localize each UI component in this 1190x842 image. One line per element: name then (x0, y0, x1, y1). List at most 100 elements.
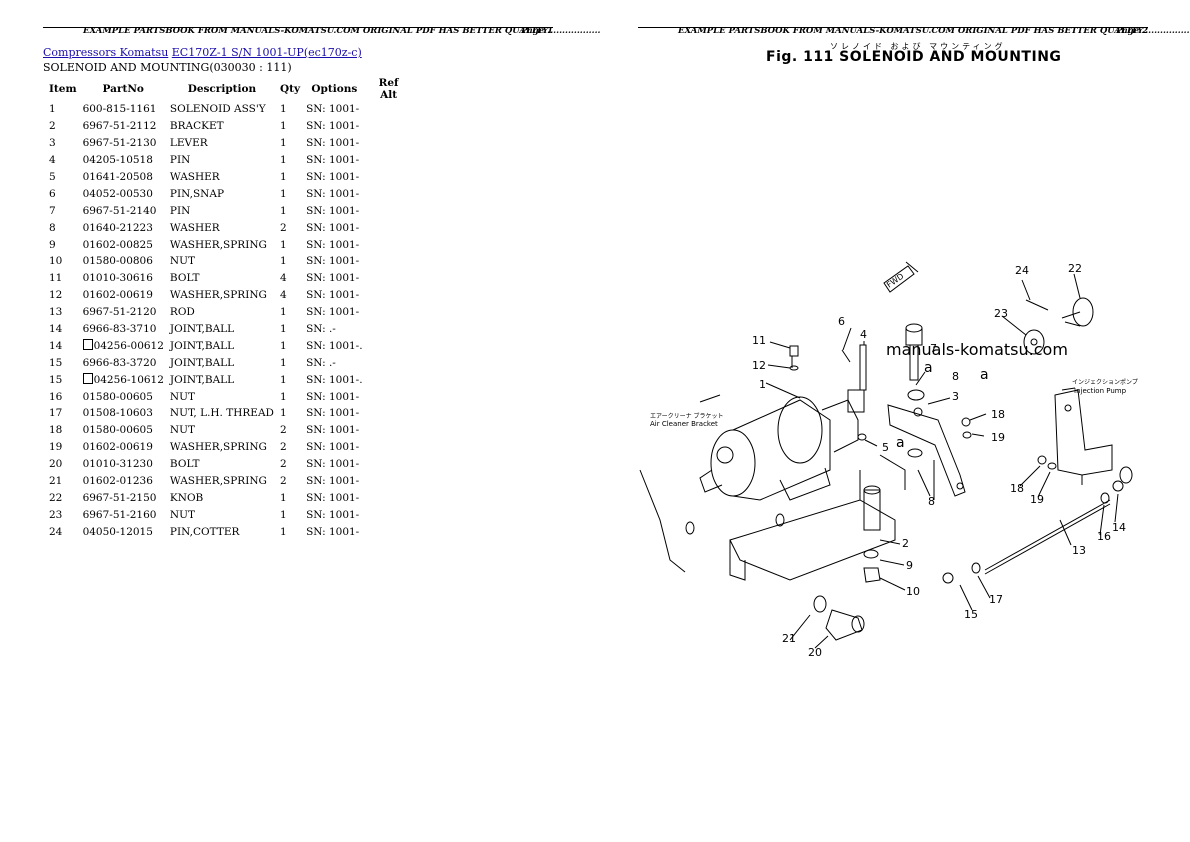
cell-description: SOLENOID ASS'Y (169, 103, 266, 116)
cell-qty: 2 (279, 475, 287, 488)
cell-partno-text: 04256-10612 (93, 374, 164, 387)
cell-partno: 01602-01236 (82, 475, 153, 488)
cell-partno: 01580-00605 (82, 390, 153, 403)
cell-partno: 6966-83-3720 (82, 356, 157, 369)
cell-partno: 01580-00806 (82, 255, 153, 268)
cell-item: 24 (49, 525, 63, 538)
cell-partno: 01602-00619 (82, 289, 153, 302)
cell-partno-text: 04256-00612 (93, 340, 164, 353)
lever-drawing (887, 404, 966, 497)
table-header-row: Item PartNo Description Qty Options Ref … (43, 77, 412, 101)
fwd-arrow-icon (883, 261, 919, 293)
cell-description: BRACKET (169, 120, 224, 133)
cell-qty: 1 (279, 238, 287, 251)
nut-drawing (971, 562, 981, 574)
cell-qty: 1 (279, 187, 287, 200)
callout-6: 6 (838, 315, 845, 328)
cell-description: WASHER,SPRING (169, 289, 267, 302)
cell-partno: 01602-00619 (82, 441, 153, 454)
cell-partno: 6966-83-3710 (82, 323, 157, 336)
header-text: EXAMPLE PARTSBOOK FROM MANUALS-KOMATSU.C… (83, 26, 601, 36)
pin-drawing (905, 323, 923, 381)
breadcrumb-link-model[interactable]: EC170Z-1 S/N 1001-UP(ec170z-c) (171, 46, 362, 59)
cell-description: PIN (169, 154, 191, 167)
cell-qty: 1 (279, 103, 287, 116)
cell-options: SN: 1001- (306, 171, 360, 183)
cell-qty: 2 (279, 424, 287, 437)
cell-options: SN: 1001- (306, 475, 360, 488)
cell-item: 2 (49, 120, 56, 133)
pin-drawing (859, 344, 867, 391)
cell-qty: 2 (279, 458, 287, 471)
callout-1: 1 (759, 378, 766, 391)
washer-drawing (907, 389, 925, 401)
cell-partno: 01641-20508 (82, 171, 153, 183)
cell-options: SN: 1001- (306, 525, 360, 538)
cell-qty: 1 (279, 323, 287, 336)
cell-options: SN: 1001- (306, 255, 360, 268)
injection-pump-bracket-drawing (1054, 389, 1133, 485)
callout-12: 12 (752, 359, 766, 372)
cell-item: 13 (49, 306, 63, 319)
cell-description: JOINT,BALL (169, 356, 235, 369)
callout-4: 4 (860, 328, 867, 341)
cell-description: LEVER (169, 137, 208, 150)
cell-qty: 1 (279, 508, 287, 521)
cell-description: PIN,SNAP (169, 187, 225, 200)
breadcrumb: Compressors Komatsu EC170Z-1 S/N 1001-UP… (43, 46, 362, 59)
cell-partno: 04256-00612 (80, 337, 167, 354)
header-text: EXAMPLE PARTSBOOK FROM MANUALS-KOMATSU.C… (678, 26, 1190, 36)
cell-item: 19 (49, 441, 63, 454)
cell-qty: 1 (279, 154, 287, 167)
cell-item: 15 (49, 356, 63, 369)
col-ref-alt: Ref Alt (378, 77, 399, 101)
solenoid-drawing (699, 389, 865, 501)
cell-item: 22 (49, 491, 63, 504)
ball-joint-drawing (942, 572, 954, 584)
cell-item: 14 (49, 323, 63, 336)
cell-partno: 6967-51-2112 (82, 120, 157, 133)
cell-qty: 2 (279, 441, 287, 454)
bracket-drawing (685, 454, 906, 581)
cell-item: 16 (49, 390, 63, 403)
cell-description: JOINT,BALL (169, 339, 235, 352)
air-cleaner-jp-label: エアークリーナ ブラケット (650, 412, 724, 420)
cell-item: 5 (49, 171, 56, 183)
cell-description: JOINT,BALL (169, 373, 235, 386)
air-cleaner-bracket-drawing (639, 469, 686, 573)
bolt-drawing (813, 595, 865, 641)
cell-options: SN: 1001- (306, 238, 360, 251)
cell-partno: 6967-51-2150 (82, 491, 157, 504)
cell-qty: 1 (279, 491, 287, 504)
cell-description: WASHER,SPRING (169, 475, 267, 488)
breadcrumb-link-category[interactable]: Compressors Komatsu (43, 46, 169, 59)
callout-16: 16 (1097, 530, 1111, 543)
cell-partno: 6967-51-2140 (82, 204, 157, 217)
cell-description: WASHER (169, 171, 220, 183)
cell-qty: 1 (279, 171, 287, 183)
callout-9: 9 (906, 559, 913, 572)
callout-7: 7 (930, 342, 937, 355)
callout-21: 21 (782, 632, 796, 645)
checkbox-glyph-icon (82, 373, 93, 385)
cell-options: SN: 1001- (306, 508, 360, 521)
cell-qty: 4 (279, 272, 287, 285)
washer-drawing (907, 448, 923, 458)
checkbox-glyph-icon (82, 339, 93, 351)
cell-description: PIN (169, 204, 191, 217)
cell-options: SN: .- (306, 356, 336, 369)
cell-item: 4 (49, 154, 56, 167)
bolt-drawing (789, 345, 799, 368)
cell-partno: 01010-30616 (82, 272, 153, 285)
